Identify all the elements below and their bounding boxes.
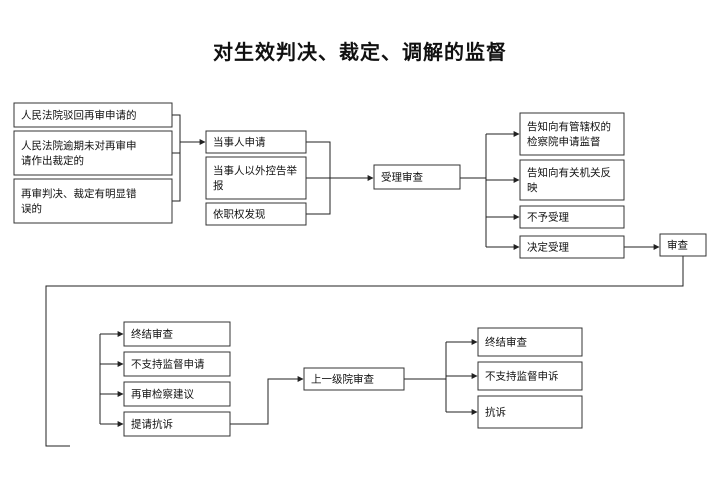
node-box <box>123 381 231 407</box>
flow-node-n1: 人民法院驳回再审申请的 <box>13 102 173 128</box>
node-label: 误的 <box>21 202 42 215</box>
node-label: 再审判决、裁定有明显错 <box>21 187 137 200</box>
flow-node-n14: 不支持监督申请 <box>123 351 231 377</box>
flow-node-n18: 终结审查 <box>477 327 583 357</box>
flow-node-n4: 当事人申请 <box>205 130 307 154</box>
node-box <box>205 202 307 226</box>
node-label: 决定受理 <box>527 241 569 254</box>
node-box <box>123 321 231 347</box>
node-label: 请作出裁定的 <box>21 154 84 167</box>
node-box <box>659 233 707 257</box>
flow-line <box>172 114 181 202</box>
flow-node-n13: 终结审查 <box>123 321 231 347</box>
node-label: 告知向有管辖权的 <box>527 120 611 133</box>
node-label: 再审检察建议 <box>131 388 194 401</box>
node-box <box>519 112 625 156</box>
node-box <box>519 235 625 259</box>
edges <box>45 114 684 447</box>
node-label: 上一级院审查 <box>311 373 374 386</box>
node-label: 检察院申请监督 <box>527 135 601 148</box>
flow-node-n17: 上一级院审查 <box>303 367 405 391</box>
flow-node-n7: 受理审查 <box>373 164 461 190</box>
node-label: 不予受理 <box>527 212 569 224</box>
node-box <box>123 351 231 377</box>
node-label: 审查 <box>667 239 688 252</box>
node-label: 当事人申请 <box>213 136 266 149</box>
node-label: 不支持监督申请 <box>131 358 205 371</box>
node-box <box>373 164 461 190</box>
flow-node-n19: 不支持监督申诉 <box>477 361 583 391</box>
node-label: 不支持监督申诉 <box>485 370 559 383</box>
flow-node-n16: 提请抗诉 <box>123 411 231 437</box>
node-label: 人民法院驳回再审申请的 <box>21 109 137 122</box>
node-label: 告知向有关机关反 <box>527 166 611 179</box>
node-label: 终结审查 <box>131 328 173 341</box>
node-label: 抗诉 <box>485 406 506 419</box>
node-box <box>205 156 307 200</box>
flow-node-n11: 决定受理 <box>519 235 625 259</box>
node-label: 映 <box>527 182 538 194</box>
flow-arrow <box>230 376 304 425</box>
node-box <box>519 159 625 201</box>
node-box <box>13 102 173 128</box>
node-label: 提请抗诉 <box>131 418 173 431</box>
node-label: 受理审查 <box>381 171 423 184</box>
flow-node-n12: 审查 <box>659 233 707 257</box>
node-label: 依职权发现 <box>213 208 266 221</box>
diagram-title: 对生效判决、裁定、调解的监督 <box>213 40 507 64</box>
node-box <box>13 130 173 176</box>
node-box <box>519 205 625 229</box>
node-box <box>477 395 583 429</box>
flow-node-n15: 再审检察建议 <box>123 381 231 407</box>
flow-node-n6: 依职权发现 <box>205 202 307 226</box>
node-label: 当事人以外控告举 <box>213 164 297 177</box>
node-label: 报 <box>213 179 224 192</box>
flow-node-n10: 不予受理 <box>519 205 625 229</box>
flow-node-n20: 抗诉 <box>477 395 583 429</box>
flow-line <box>45 256 684 447</box>
node-box <box>303 367 405 391</box>
node-box <box>13 178 173 224</box>
node-label: 终结审查 <box>485 336 527 349</box>
nodes: 人民法院驳回再审申请的人民法院逾期未对再审申请作出裁定的再审判决、裁定有明显错误… <box>13 102 707 437</box>
node-box <box>205 130 307 154</box>
node-box <box>123 411 231 437</box>
node-label: 人民法院逾期未对再审申 <box>21 139 137 152</box>
node-box <box>477 361 583 391</box>
node-box <box>477 327 583 357</box>
